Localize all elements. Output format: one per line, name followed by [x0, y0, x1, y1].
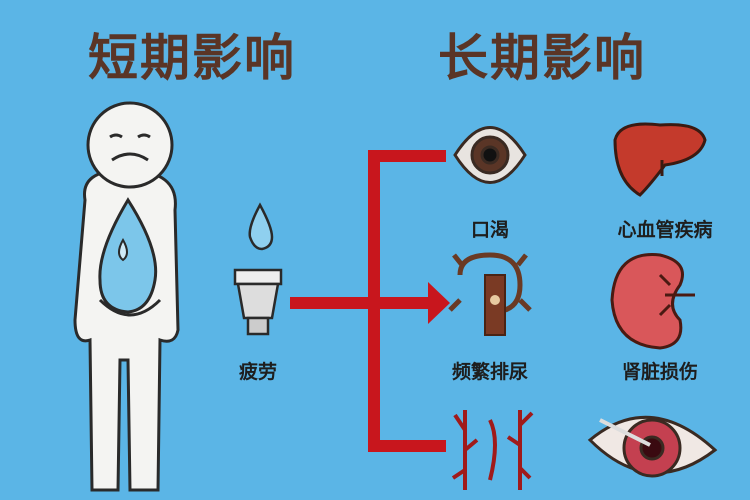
cardiovascular-label: 心血管疾病 [617, 219, 713, 241]
damaged-eye-icon [587, 415, 718, 478]
long-term-title: 长期影响 [438, 29, 646, 87]
liver-icon [613, 122, 707, 197]
bladder-icon [448, 252, 532, 336]
frequent-urination-label: 频繁排尿 [451, 361, 528, 383]
sad-person-icon [73, 101, 180, 492]
blood-vessel-icon [451, 410, 534, 490]
fatigue-label: 疲劳 [238, 361, 277, 383]
eye-icon [453, 126, 527, 184]
water-drop-cup-icon [233, 202, 283, 336]
thirst-label: 口渴 [470, 219, 509, 241]
short-term-title: 短期影响 [88, 29, 296, 87]
kidney-icon [610, 253, 695, 350]
kidney-damage-label: 肾脏损伤 [621, 361, 698, 383]
red-arrow-connector [290, 150, 450, 452]
